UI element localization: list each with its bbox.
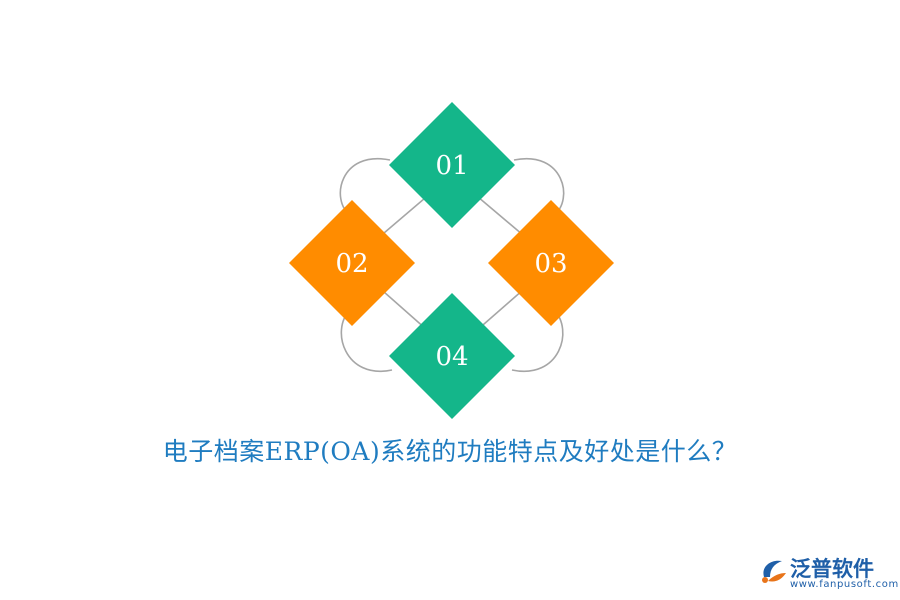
node-03: 03 (488, 200, 614, 326)
node-03-diamond (488, 200, 614, 326)
node-04: 04 (389, 293, 515, 419)
logo-url: www.fanpusoft.com (790, 579, 899, 590)
node-01: 01 (389, 102, 515, 228)
page-title: 电子档案ERP(OA)系统的功能特点及好处是什么？ (162, 437, 738, 466)
node-01-diamond (389, 102, 515, 228)
node-01-label: 01 (435, 151, 468, 181)
brand-logo: 泛普软件 www.fanpusoft.com (758, 553, 898, 593)
node-02-label: 02 (335, 249, 368, 279)
logo-name: 泛普软件 (790, 557, 874, 581)
node-04-label: 04 (435, 342, 468, 372)
node-02-diamond (289, 200, 415, 326)
fanpu-logo-icon (762, 560, 786, 583)
node-02: 02 (289, 200, 415, 326)
node-04-diamond (389, 293, 515, 419)
node-03-label: 03 (534, 249, 567, 279)
